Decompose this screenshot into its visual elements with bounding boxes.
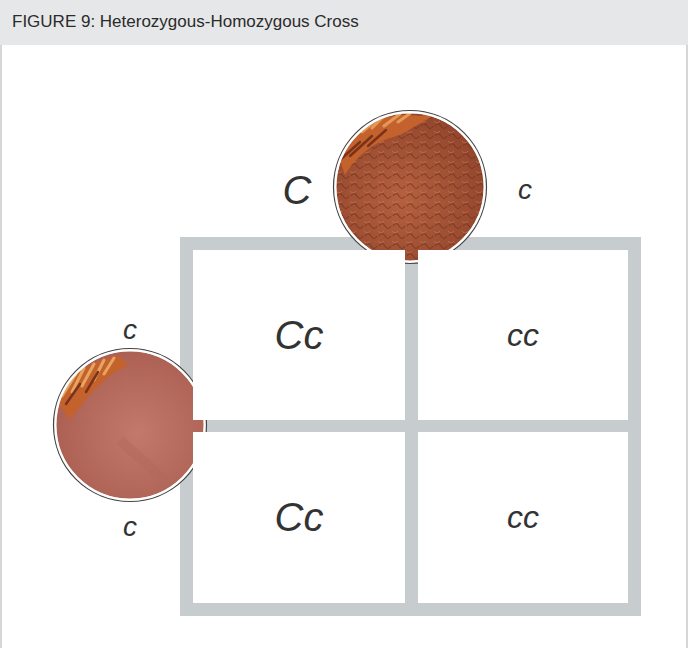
genotype-cell: Cc [193,432,405,603]
genotype-cell: Cc [193,250,405,420]
allele-label: c [123,316,137,344]
allele-label: c [123,513,137,541]
genotype-text: Cc [275,495,324,540]
genotype-cell: cc [418,432,628,603]
allele-label: C [283,170,312,210]
genotype-cell: cc [418,250,628,420]
allele-label: c [518,176,532,204]
figure-title: FIGURE 9: Heterozygous-Homozygous Cross [12,12,359,32]
genotype-text: Cc [275,313,324,358]
genotype-text: cc [507,317,539,354]
genotype-text: cc [507,499,539,536]
